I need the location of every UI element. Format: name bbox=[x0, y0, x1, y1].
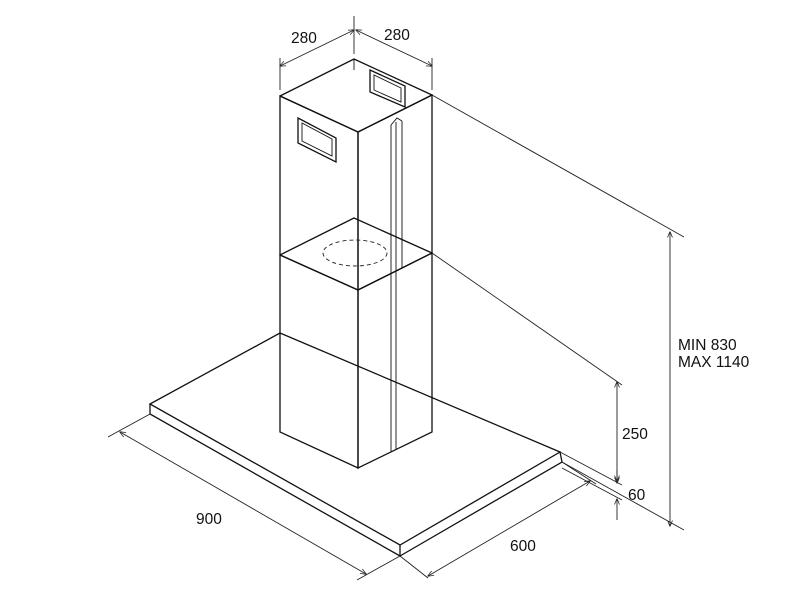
dimension-900 bbox=[107, 413, 401, 581]
label-250: 250 bbox=[622, 426, 648, 443]
dimension-600 bbox=[399, 461, 597, 579]
upper-chimney bbox=[279, 58, 433, 292]
label-height-max: MAX 1140 bbox=[678, 354, 750, 371]
label-900: 900 bbox=[196, 511, 222, 528]
extension-line-canopy bbox=[431, 252, 623, 386]
vent-slot-left bbox=[297, 116, 337, 164]
dimension-280-left bbox=[280, 16, 354, 90]
extension-line-plate-bottom bbox=[561, 461, 685, 531]
dimension-280-right bbox=[356, 30, 432, 90]
outlet-dashed-ellipse bbox=[322, 239, 388, 267]
label-280-left: 280 bbox=[291, 30, 317, 47]
label-280-right: 280 bbox=[384, 27, 410, 44]
extension-line-plate-top bbox=[559, 451, 623, 486]
vent-slot-right bbox=[369, 68, 406, 108]
label-600: 600 bbox=[510, 538, 536, 555]
label-height-min: MIN 830 bbox=[678, 337, 737, 354]
label-60: 60 bbox=[628, 487, 646, 504]
extension-line-base-mid bbox=[561, 467, 623, 501]
extension-line-top bbox=[431, 94, 685, 238]
